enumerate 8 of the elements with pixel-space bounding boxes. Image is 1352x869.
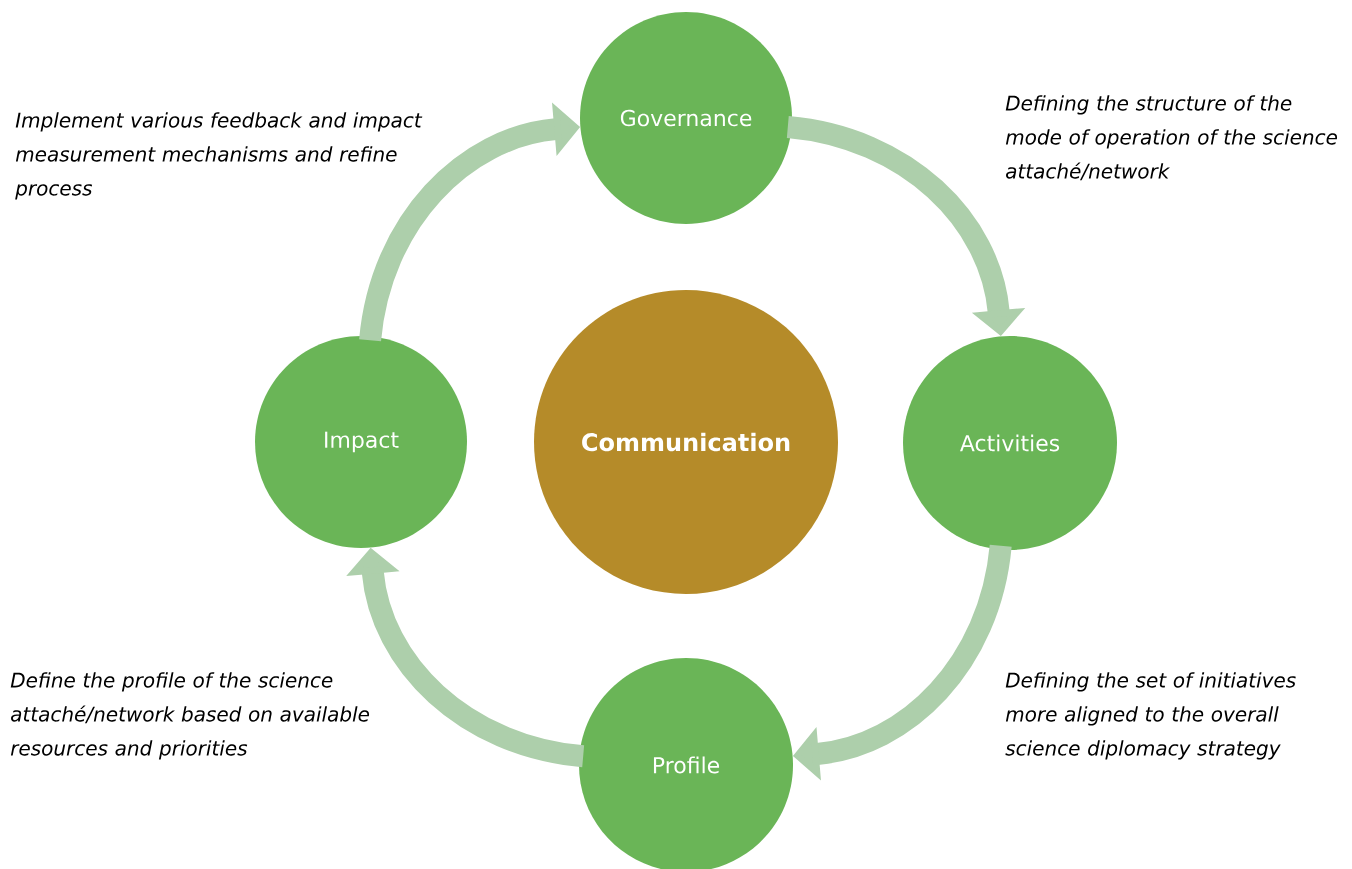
description-text: Defining the structure of the mode of operation of the science attaché/network — [1005, 95, 1338, 181]
circle-node: Activities — [903, 336, 1117, 550]
circle-node: Communication — [534, 290, 838, 594]
description-text: Defining the set of initiatives more aligned to the overall science diplomacy strategy — [1005, 672, 1296, 760]
circle-node: Governance — [580, 12, 792, 224]
circle-node: Impact — [255, 336, 467, 548]
description-text: Define the profile of the science attaché/network based on available resources and priorities — [10, 672, 370, 760]
description-text: Implement various feedback and impact measurement mechanisms and refine process — [15, 112, 423, 200]
